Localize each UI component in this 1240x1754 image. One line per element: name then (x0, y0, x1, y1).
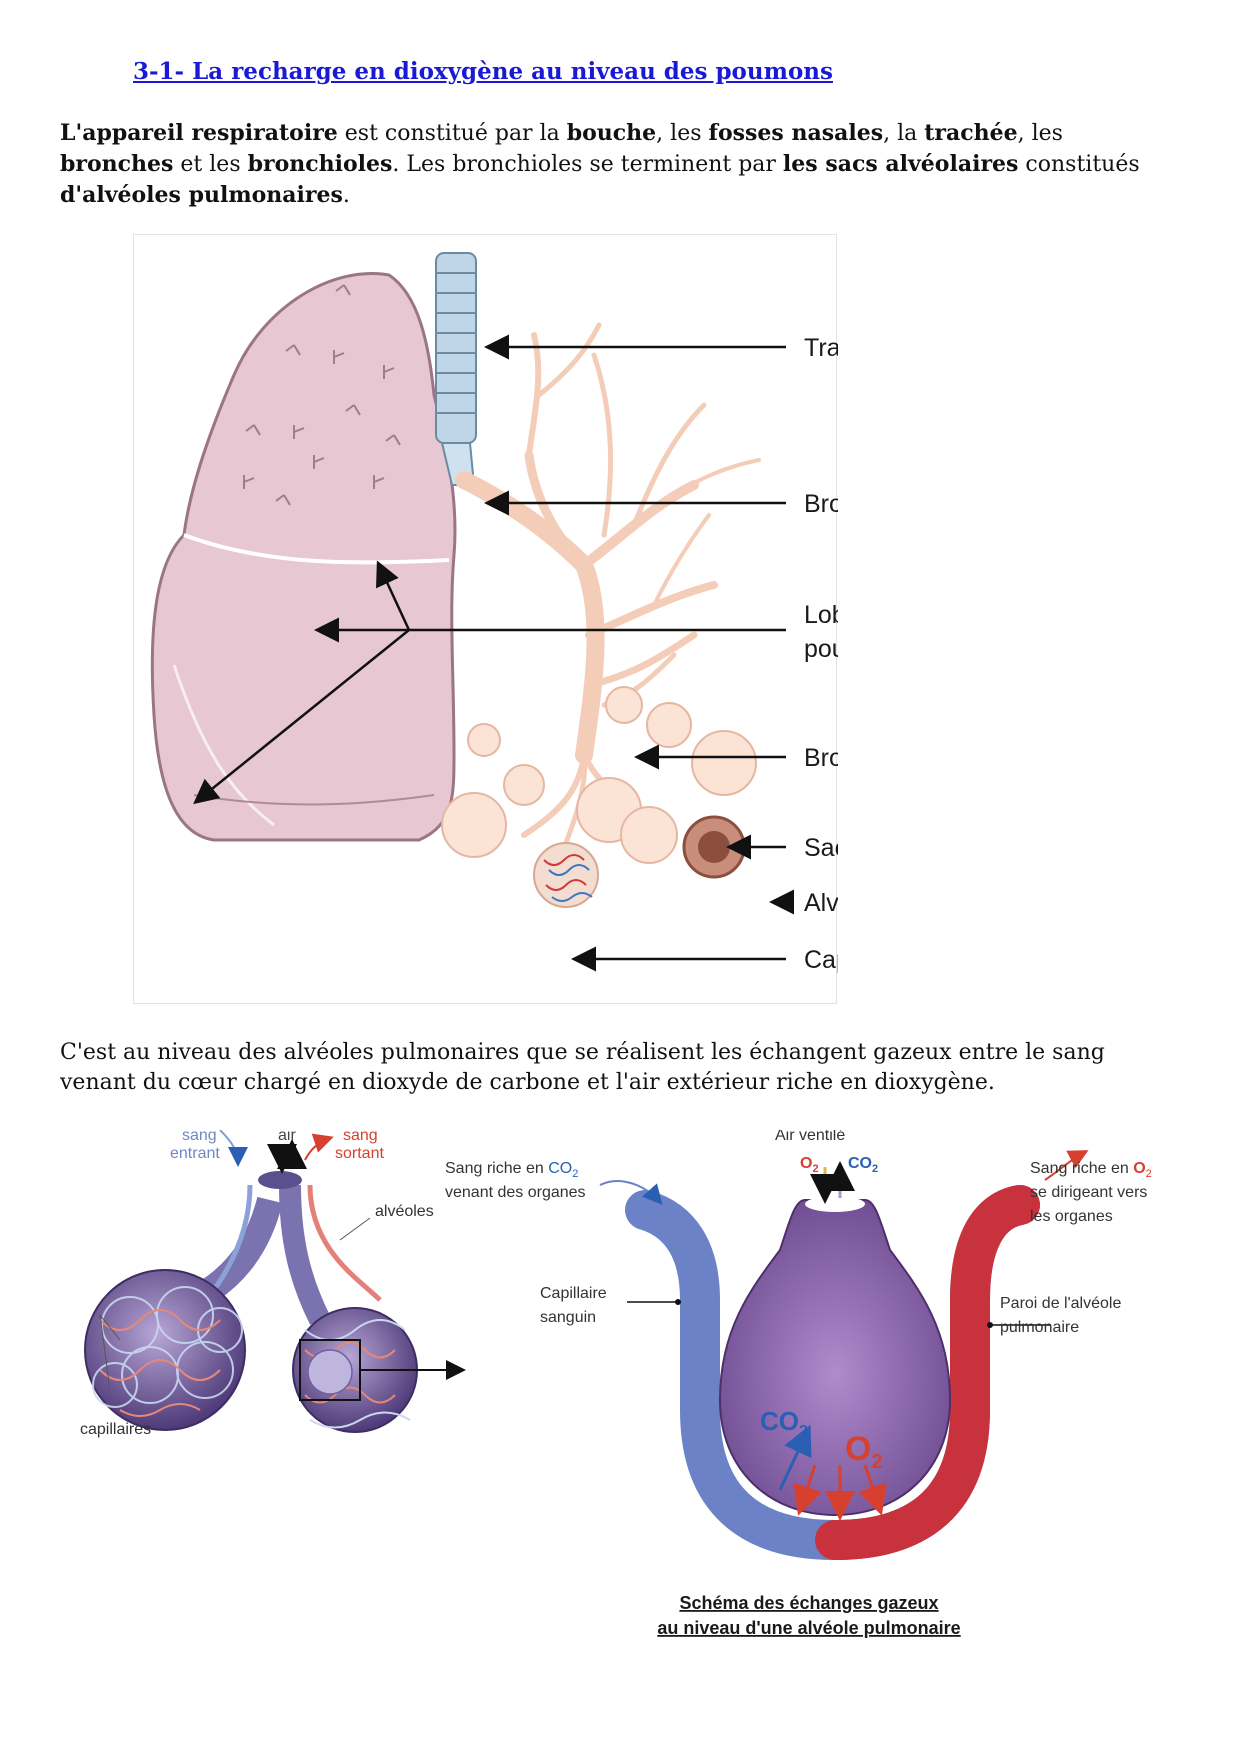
intro-term: L'appareil respiratoire (60, 120, 338, 146)
label-paroi-line2: pulmonaire (1000, 1319, 1079, 1336)
caption-line2: au niveau d'une alvéole pulmonaire (657, 1618, 960, 1638)
label-capillaire-line1: Capillaire (540, 1285, 607, 1302)
intro-text: , la (883, 121, 925, 146)
label-bronchiole: Bronchiole (804, 744, 838, 772)
single-alveolus-drawing (599, 1150, 1089, 1561)
label-sang-co2-line2: venant des organes (445, 1184, 586, 1201)
respiratory-system-figure: Trachée Bronche Lobes du poumon droit Br… (133, 234, 1017, 1004)
intro-text: , les (1017, 121, 1063, 146)
alveolar-sacs-drawing (441, 686, 757, 908)
lobe-upper-pointer (376, 560, 411, 631)
figure1-pointer-arrows (193, 334, 794, 972)
intro-term: trachée (924, 120, 1018, 146)
label-trachee: Trachée (804, 334, 838, 362)
intro-text: . Les bronchioles se terminent par (392, 152, 783, 177)
intro-term: bouche (566, 120, 657, 146)
label-sang-o2-line1: Sang riche en O2 (1030, 1160, 1152, 1180)
right-lung-drawing (150, 272, 457, 842)
label-air-ventile: Air ventilé (775, 1130, 845, 1144)
label-o2-inside: O2 (845, 1430, 883, 1473)
label-capillaire-line2: sanguin (540, 1309, 596, 1326)
label-sang-o2-line3: les organes (1030, 1208, 1113, 1225)
label-paroi-line1: Paroi de l'alvéole (1000, 1295, 1121, 1312)
intro-text: , les (656, 121, 709, 146)
intro-term: bronches (60, 151, 174, 177)
label-sang-o2-line2: se dirigeant vers (1030, 1184, 1147, 1201)
intro-term: les sacs alvéolaires (782, 151, 1019, 177)
intro-text: . (342, 183, 350, 208)
intro-term: fosses nasales (708, 120, 884, 146)
intro-paragraph: L'appareil respiratoire est constitué pa… (60, 118, 1180, 211)
label-o2-top: O2 (800, 1155, 819, 1175)
label-co2-top: CO2 (848, 1155, 878, 1175)
label-bronche: Bronche (804, 490, 838, 518)
section-heading[interactable]: 3-1- La recharge en dioxygène au niveau … (133, 58, 833, 85)
label-alveole-pulmonaire: Alvéole pulmonaire (804, 889, 838, 917)
label-alveoles: alvéoles (375, 1203, 434, 1220)
label-air: air (278, 1130, 296, 1144)
label-co2-inside: CO2 (760, 1406, 808, 1440)
intro-term: bronchioles (247, 151, 393, 177)
intro-text: constitués (1018, 152, 1140, 177)
caption-line1: Schéma des échanges gazeux (679, 1593, 938, 1613)
label-lobes-line1: Lobes du (804, 601, 838, 629)
exchange-paragraph: C'est au niveau des alvéoles pulmonaires… (60, 1040, 1105, 1095)
alveoli-cluster-drawing (84, 1129, 466, 1433)
label-sac-alveolaire: Sac alvéolaire (804, 834, 838, 862)
intro-text: est constitué par la (337, 121, 567, 146)
gas-exchange-figure: sang entrant air sang sortant alvéoles c… (60, 1127, 1190, 1660)
intro-term: d'alvéoles pulmonaires (60, 182, 343, 208)
label-sang-sortant-2: sortant (335, 1145, 384, 1162)
respiratory-system-illustration: Trachée Bronche Lobes du poumon droit Br… (150, 252, 1017, 974)
label-sang-co2-line1: Sang riche en CO2 (445, 1160, 578, 1180)
label-lobes-line2: poumon droit (804, 635, 838, 663)
label-capillaire-sanguin: Capillaire sanguin (804, 946, 838, 974)
label-sang-sortant-1: sang (343, 1130, 378, 1144)
intro-text: et les (173, 152, 248, 177)
label-capillaires: capillaires (80, 1421, 151, 1438)
lobe-lower-pointer (193, 629, 410, 805)
label-sang-entrant-2: entrant (170, 1145, 220, 1162)
alveolus-sac (718, 1199, 952, 1517)
gas-exchange-illustration: sang entrant air sang sortant alvéoles c… (80, 1127, 1152, 1638)
label-sang-entrant-1: sang (182, 1130, 217, 1144)
